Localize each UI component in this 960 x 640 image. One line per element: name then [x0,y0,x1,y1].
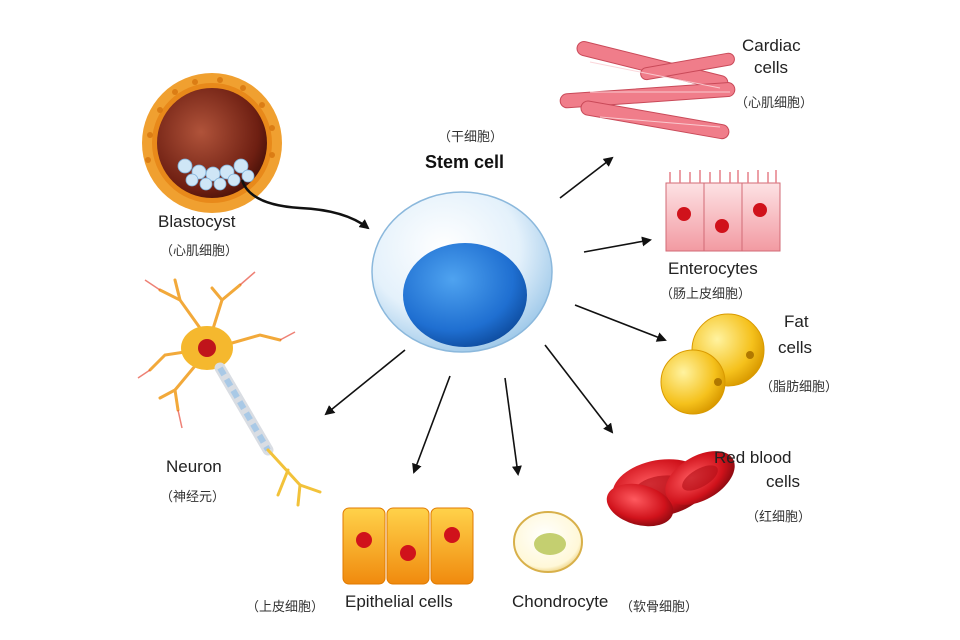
red-blood-cells-illustration [606,451,735,527]
rbc-label-line2: cells [766,472,801,491]
cardiac-cells-illustration [559,41,736,140]
blastocyst-label: Blastocyst [158,212,236,231]
neuron-zh-label: （神经元） [160,490,226,505]
rbc-zh-label: （红细胞） [746,510,812,525]
epithelial-cells-illustration [342,507,474,585]
stem-cell-nucleus [403,243,527,347]
epithelial-zh-label: （上皮细胞） [246,600,325,615]
blastocyst-arrow [240,179,370,230]
cardiac-label-line1: Cardiac [742,36,801,55]
enterocytes-illustration [665,170,781,252]
cardiac-zh-label: （心肌细胞） [735,96,814,111]
enterocytes-zh-label: （肠上皮细胞） [660,287,752,302]
fat-cells-illustration [660,313,765,415]
neuron-illustration [137,271,322,507]
cardiac-label-line2: cells [754,58,789,77]
chondrocyte-zh-label: （软骨细胞） [620,600,699,615]
fat-zh-label: （脂肪细胞） [760,380,839,395]
stem-cell-label: Stem cell [425,152,505,172]
stem-cell [371,191,553,353]
differentiation-arrows [324,156,667,476]
rbc-label-line1: Red blood [714,448,792,467]
epithelial-label: Epithelial cells [345,592,453,611]
blastocyst-zh-label: （心肌细胞） [160,244,239,259]
enterocytes-label: Enterocytes [668,259,758,278]
fat-label-line1: Fat [784,312,809,331]
chondrocyte-illustration [513,511,583,573]
blastocyst-illustration [142,73,282,213]
fat-label-line2: cells [778,338,813,357]
chondrocyte-label: Chondrocyte [512,592,609,611]
neuron-label: Neuron [166,457,222,476]
stem-cell-zh-label: （干细胞） [438,130,504,145]
